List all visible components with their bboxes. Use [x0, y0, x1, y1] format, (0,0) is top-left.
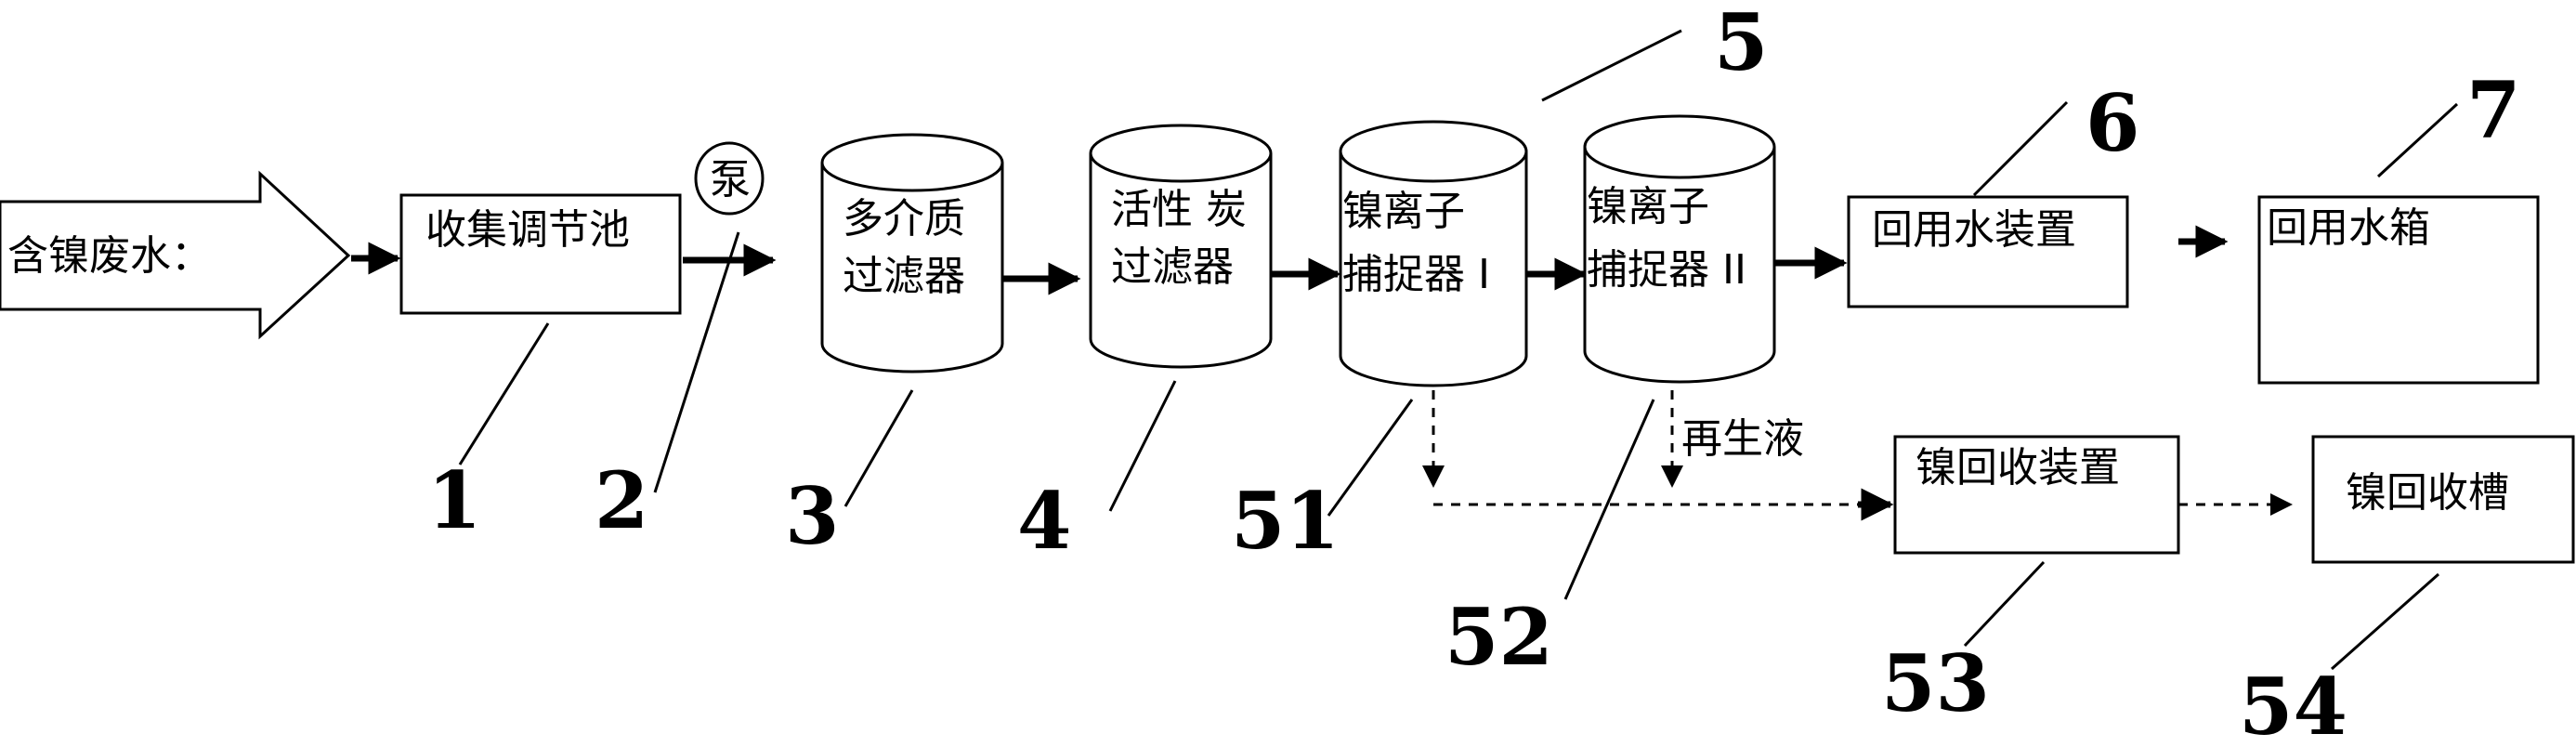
- ref-number-7: 7: [2466, 64, 2520, 156]
- carbon-filter-label-2: 过滤器: [1111, 243, 1234, 291]
- ref-number-52: 52: [1445, 591, 1553, 683]
- carbon-filter-label-1: 活性 炭: [1111, 186, 1247, 233]
- ref-number-6: 6: [2086, 77, 2139, 169]
- collection-tank: [399, 193, 682, 315]
- nickel-recovery-device-label: 镍回收装置: [1916, 444, 2120, 491]
- nickel-catcher-1: 镍离子 捕捉器 I: [1339, 120, 1528, 387]
- reuse-water-device: [1847, 195, 2129, 308]
- catcher-2-label-1: 镍离子: [1587, 183, 1709, 230]
- nickel-recovery-tank: [2311, 435, 2575, 564]
- multimedia-filter-label-2: 过滤器: [843, 253, 965, 300]
- catcher-1-label-2: 捕捉器 I: [1342, 251, 1490, 298]
- multimedia-filter-label-1: 多介质: [843, 195, 965, 242]
- catcher-1-label-1: 镍离子: [1342, 188, 1465, 235]
- ref-number-3: 3: [785, 470, 839, 562]
- ref-number-54: 54: [2239, 661, 2347, 747]
- carbon-filter: 活性 炭 过滤器: [1089, 124, 1273, 369]
- catcher-2-label-2: 捕捉器 II: [1587, 246, 1746, 294]
- ref-number-5: 5: [1714, 0, 1768, 88]
- pump-label: 泵: [710, 156, 751, 203]
- pump: 泵: [694, 141, 765, 216]
- ref-number-51: 51: [1231, 475, 1340, 567]
- reuse-water-tank-label: 回用水箱: [2267, 204, 2430, 252]
- inlet-label: 含镍废水：: [7, 232, 212, 280]
- inlet-arrow: 含镍废水：: [0, 170, 351, 340]
- ref-number-53: 53: [1881, 637, 1990, 729]
- collection-tank-label: 收集调节池: [425, 206, 630, 254]
- regeneration-lines: [1422, 390, 2293, 521]
- nickel-recovery-device: [1893, 435, 2180, 555]
- leader-lines: [458, 29, 2459, 671]
- regen-liquid-label: 再生液: [1681, 415, 1804, 463]
- nickel-recovery-tank-label: 镍回收槽: [2346, 469, 2509, 517]
- multimedia-filter: 多介质 过滤器: [820, 133, 1004, 374]
- nickel-catcher-2: 镍离子 捕捉器 II: [1583, 114, 1776, 384]
- reuse-water-device-label: 回用水装置: [1872, 206, 2076, 254]
- reuse-water-tank: [2257, 195, 2540, 385]
- ref-number-2: 2: [595, 454, 648, 546]
- ref-number-4: 4: [1017, 475, 1071, 567]
- ref-number-1: 1: [427, 454, 481, 546]
